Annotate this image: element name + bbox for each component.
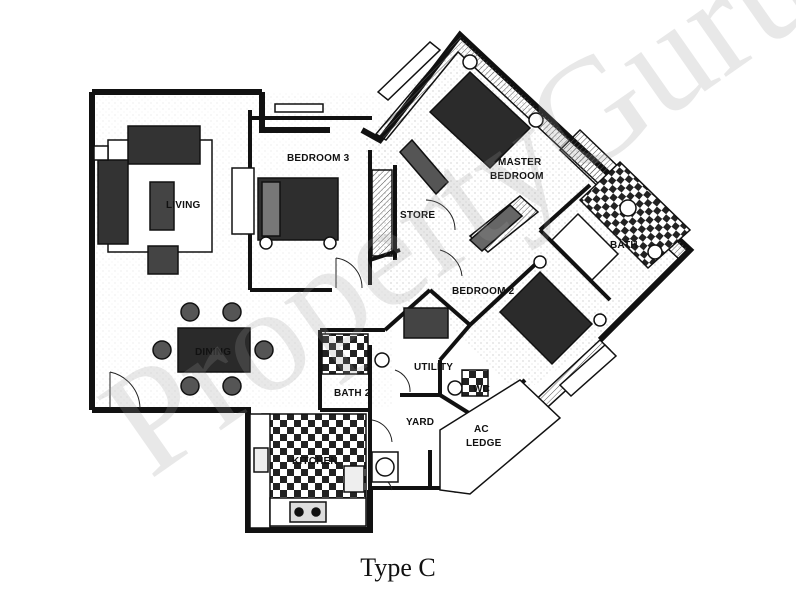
dining-chair	[222, 302, 242, 322]
label-living: LIVING	[166, 200, 201, 211]
bedside-lamp	[323, 236, 337, 250]
label-bath: BATH	[610, 240, 638, 251]
bedside-lamp	[259, 236, 273, 250]
label-store: STORE	[400, 210, 435, 221]
label-master-1: MASTER	[498, 157, 542, 168]
wc-toilet	[447, 380, 463, 396]
bath2-floor	[321, 333, 369, 375]
utility-bed	[403, 307, 449, 339]
bedroom3-desk	[231, 167, 255, 235]
label-kitchen: KITCHEN	[292, 456, 338, 467]
wc-floor	[461, 369, 489, 397]
basin	[619, 199, 637, 217]
dining-chair	[152, 340, 172, 360]
dining-table	[177, 327, 251, 373]
label-dining: DINING	[195, 347, 231, 358]
living-furniture	[93, 125, 213, 275]
window-bedroom3	[274, 103, 324, 113]
label-utility: UTILITY	[414, 362, 453, 373]
dining-chair	[180, 302, 200, 322]
bath2-basin	[374, 352, 390, 368]
kitchen-stove	[289, 501, 327, 523]
master-lamp	[462, 54, 478, 70]
window-master	[376, 41, 442, 101]
bedroom3-furniture	[231, 167, 393, 257]
label-bedroom3: BEDROOM 3	[287, 153, 350, 164]
dining-chair	[222, 376, 242, 396]
bedroom2-furniture	[468, 203, 607, 366]
bedroom3-wardrobe	[371, 169, 393, 257]
windows	[274, 41, 618, 398]
side-table	[93, 145, 109, 161]
label-ac-2: LEDGE	[466, 438, 502, 449]
master-bath-floor	[578, 160, 692, 270]
armchair	[147, 245, 179, 275]
ac-ledge	[439, 379, 562, 495]
plan-caption: Type C	[360, 553, 436, 582]
master-bath	[550, 160, 692, 282]
bathtub	[550, 212, 620, 282]
master-lamp	[528, 112, 544, 128]
master-dresser	[398, 138, 450, 196]
room-labels: LIVING DINING BEDROOM 3 STORE MASTER BED…	[166, 153, 638, 467]
stove-burner	[294, 507, 304, 517]
bedroom2-lamp	[593, 313, 607, 327]
service-areas	[249, 307, 562, 529]
window-bedroom2	[558, 343, 618, 398]
bedroom2-lamp	[533, 255, 547, 269]
label-bedroom2: BEDROOM 2	[452, 286, 515, 297]
toilet	[647, 244, 663, 260]
label-bath2: BATH 2	[334, 388, 371, 399]
dining-furniture	[152, 302, 274, 396]
coffee-table	[149, 181, 175, 231]
yard-washer-drum	[375, 457, 395, 477]
bedroom2-wardrobe	[468, 203, 524, 253]
label-master-2: BEDROOM	[490, 171, 544, 182]
label-yard: YARD	[406, 417, 434, 428]
bedroom2-bed	[498, 270, 594, 366]
label-wc: WC	[473, 384, 490, 395]
dining-chair	[254, 340, 274, 360]
dining-chair	[180, 376, 200, 396]
bedroom3-pillow	[261, 181, 281, 237]
label-ac-1: AC	[474, 424, 489, 435]
sofa-top	[127, 125, 201, 165]
kitchen-fridge	[343, 465, 365, 493]
stove-burner	[311, 507, 321, 517]
master-bed	[428, 70, 532, 170]
sofa-left	[97, 159, 129, 245]
kitchen-sink	[253, 447, 269, 473]
